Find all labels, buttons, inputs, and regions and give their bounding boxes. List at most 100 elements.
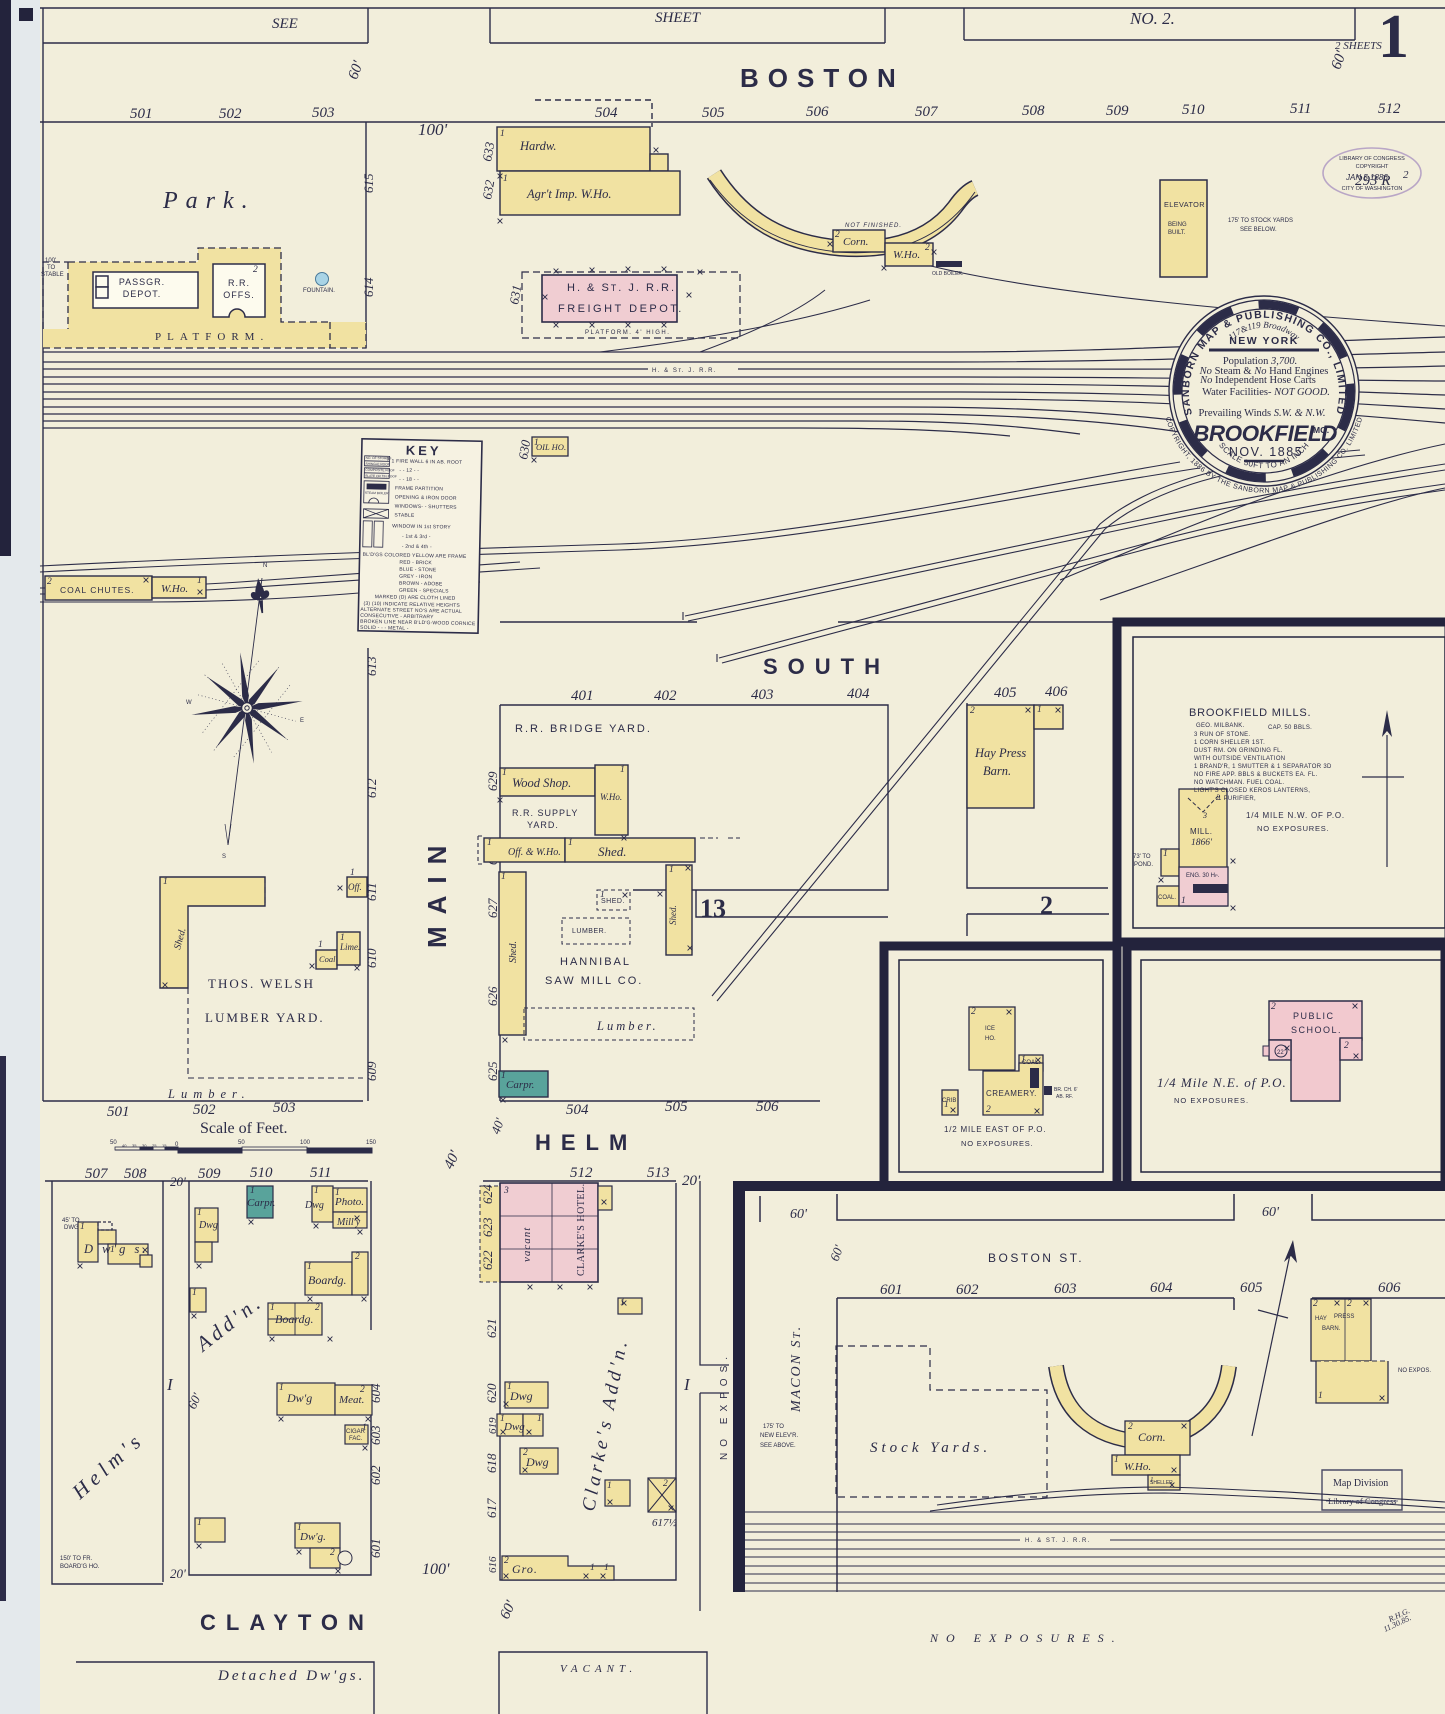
svg-text:602: 602 [368, 1465, 383, 1485]
svg-text:WINDOW IN 1st STORY: WINDOW IN 1st STORY [392, 523, 451, 530]
svg-text:H. & ST. J. R.R.: H. & ST. J. R.R. [567, 282, 676, 294]
svg-text:MARKED (D) ARE CLOTH LINED: MARKED (D) ARE CLOTH LINED [375, 594, 456, 602]
svg-text:617: 617 [484, 1498, 499, 1518]
svg-text:LUMBER.: LUMBER. [572, 928, 607, 935]
svg-text:MAIN: MAIN [422, 834, 452, 948]
svg-text:STABLE: STABLE [394, 512, 415, 518]
svg-text:630: 630 [515, 438, 533, 460]
svg-text:1 FIRE WALL 6 IN AB. ROOT: 1 FIRE WALL 6 IN AB. ROOT [391, 458, 462, 465]
svg-text:Meat.: Meat. [338, 1394, 364, 1406]
svg-text:NO. 2.: NO. 2. [1129, 9, 1175, 28]
svg-text:Prevailing Winds S.W. & N.W.: Prevailing Winds S.W. & N.W. [1199, 408, 1326, 419]
svg-text:1/4 Mile N.E. of P.O.: 1/4 Mile N.E. of P.O. [1157, 1075, 1287, 1090]
svg-text:40: 40 [122, 1143, 127, 1148]
svg-text:617½: 617½ [652, 1517, 677, 1529]
svg-text:293 R: 293 R [1355, 173, 1390, 189]
svg-text:1: 1 [502, 768, 507, 778]
svg-text:BROOKFIELD: BROOKFIELD [1193, 421, 1337, 446]
svg-text:Shed.: Shed. [598, 844, 627, 859]
svg-text:510: 510 [250, 1165, 273, 1181]
svg-text:NEW YORK: NEW YORK [1229, 335, 1299, 347]
svg-text:604: 604 [1150, 1280, 1173, 1296]
svg-text:509: 509 [198, 1166, 221, 1182]
svg-text:612: 612 [364, 778, 379, 798]
svg-text:Carpr.: Carpr. [247, 1197, 275, 1209]
svg-text:KEY: KEY [406, 443, 442, 459]
svg-text:35: 35 [132, 1143, 137, 1148]
svg-text:1: 1 [197, 1208, 202, 1218]
svg-text:BARN.: BARN. [1322, 1326, 1341, 1332]
svg-text:1: 1 [197, 1518, 202, 1528]
svg-text:PLATFORM.: PLATFORM. [155, 331, 269, 343]
svg-text:507: 507 [85, 1166, 109, 1182]
svg-text:40': 40' [488, 1116, 508, 1136]
svg-text:BUILT.: BUILT. [1168, 230, 1186, 236]
svg-text:2: 2 [360, 1385, 365, 1395]
svg-text:2: 2 [330, 1548, 335, 1558]
svg-text:60': 60' [497, 1598, 520, 1622]
svg-text:Stock Yards.: Stock Yards. [870, 1440, 991, 1456]
svg-text:625: 625 [485, 1061, 500, 1081]
svg-text:DWG.: DWG. [64, 1225, 81, 1231]
svg-text:CREAMERY.: CREAMERY. [986, 1089, 1037, 1098]
svg-text:1: 1 [80, 1222, 85, 1232]
svg-text:Dwg: Dwg [525, 1455, 549, 1469]
svg-text:73' TO: 73' TO [1133, 854, 1151, 860]
svg-text:NO EXPOSURES.: NO EXPOSURES. [961, 1139, 1034, 1148]
svg-text:Population 3,700.: Population 3,700. [1223, 356, 1297, 367]
svg-text:E: E [300, 718, 304, 724]
svg-text:504: 504 [566, 1102, 589, 1118]
svg-text:COMPOSITE ROOF: COMPOSITE ROOF [365, 468, 394, 473]
svg-text:60': 60' [1329, 48, 1351, 71]
svg-text:502: 502 [219, 106, 242, 122]
svg-text:2: 2 [504, 1556, 509, 1566]
svg-text:1/2 MILE EAST OF P.O.: 1/2 MILE EAST OF P.O. [944, 1125, 1046, 1134]
svg-text:I: I [166, 1375, 174, 1394]
svg-text:ALTERNATE STREET NO'S ARE ACTU: ALTERNATE STREET NO'S ARE ACTUAL [360, 607, 462, 615]
svg-text:BOSTON: BOSTON [740, 63, 905, 93]
svg-text:175' TO STOCK YARDS: 175' TO STOCK YARDS [1228, 218, 1293, 224]
svg-text:1: 1 [501, 1071, 506, 1081]
svg-text:623: 623 [480, 1217, 495, 1237]
svg-text:Coal: Coal [319, 954, 336, 964]
svg-text:D w'g s.: D w'g s. [83, 1242, 149, 1256]
svg-text:SOUTH: SOUTH [763, 654, 890, 679]
svg-text:ICE: ICE [985, 1026, 995, 1032]
svg-text:1: 1 [534, 438, 539, 448]
svg-text:Gro.: Gro. [512, 1562, 538, 1576]
svg-text:HANNIBAL: HANNIBAL [560, 956, 631, 968]
svg-text:618: 618 [484, 1453, 499, 1473]
svg-text:1: 1 [350, 868, 355, 878]
svg-text:1: 1 [1150, 1476, 1154, 1484]
svg-text:509: 509 [1106, 103, 1129, 119]
svg-text:Scale of Feet.: Scale of Feet. [200, 1120, 288, 1137]
svg-text:1: 1 [1163, 849, 1168, 859]
svg-text:WINDOWS- - SHUTTERS: WINDOWS- - SHUTTERS [395, 503, 458, 510]
svg-text:OPENING & IRON DOOR: OPENING & IRON DOOR [395, 494, 457, 501]
svg-text:BLUE - STONE: BLUE - STONE [399, 567, 437, 574]
svg-text:Lime.: Lime. [339, 942, 360, 952]
svg-text:- - 12 - -: - - 12 - - [399, 468, 419, 474]
svg-text:OLD BOILER.: OLD BOILER. [932, 271, 963, 277]
svg-text:50: 50 [110, 1140, 117, 1146]
svg-text:613: 613 [364, 656, 379, 676]
svg-text:Map Division: Map Division [1333, 1478, 1388, 1489]
svg-text:507: 507 [915, 104, 939, 120]
svg-text:504: 504 [595, 105, 618, 121]
svg-text:60': 60' [827, 1243, 847, 1263]
svg-text:501: 501 [107, 1104, 130, 1120]
svg-text:1: 1 [270, 1303, 275, 1313]
svg-text:SHED.: SHED. [601, 898, 625, 905]
svg-text:GEO. MILBANK.: GEO. MILBANK. [1196, 723, 1245, 729]
svg-text:631: 631 [506, 284, 524, 306]
svg-text:Hay Press: Hay Press [974, 746, 1026, 760]
svg-text:100': 100' [418, 120, 448, 139]
svg-text:512: 512 [570, 1165, 593, 1181]
svg-text:No Independent Hose Carts: No Independent Hose Carts [1199, 375, 1316, 386]
svg-text:1: 1 [590, 1563, 595, 1573]
svg-text:3: 3 [503, 1186, 509, 1196]
svg-text:1: 1 [1114, 1455, 1119, 1465]
svg-text:2 SHEETS: 2 SHEETS [1335, 40, 1382, 52]
svg-text:405: 405 [994, 685, 1017, 701]
svg-text:2: 2 [1344, 1041, 1349, 1051]
